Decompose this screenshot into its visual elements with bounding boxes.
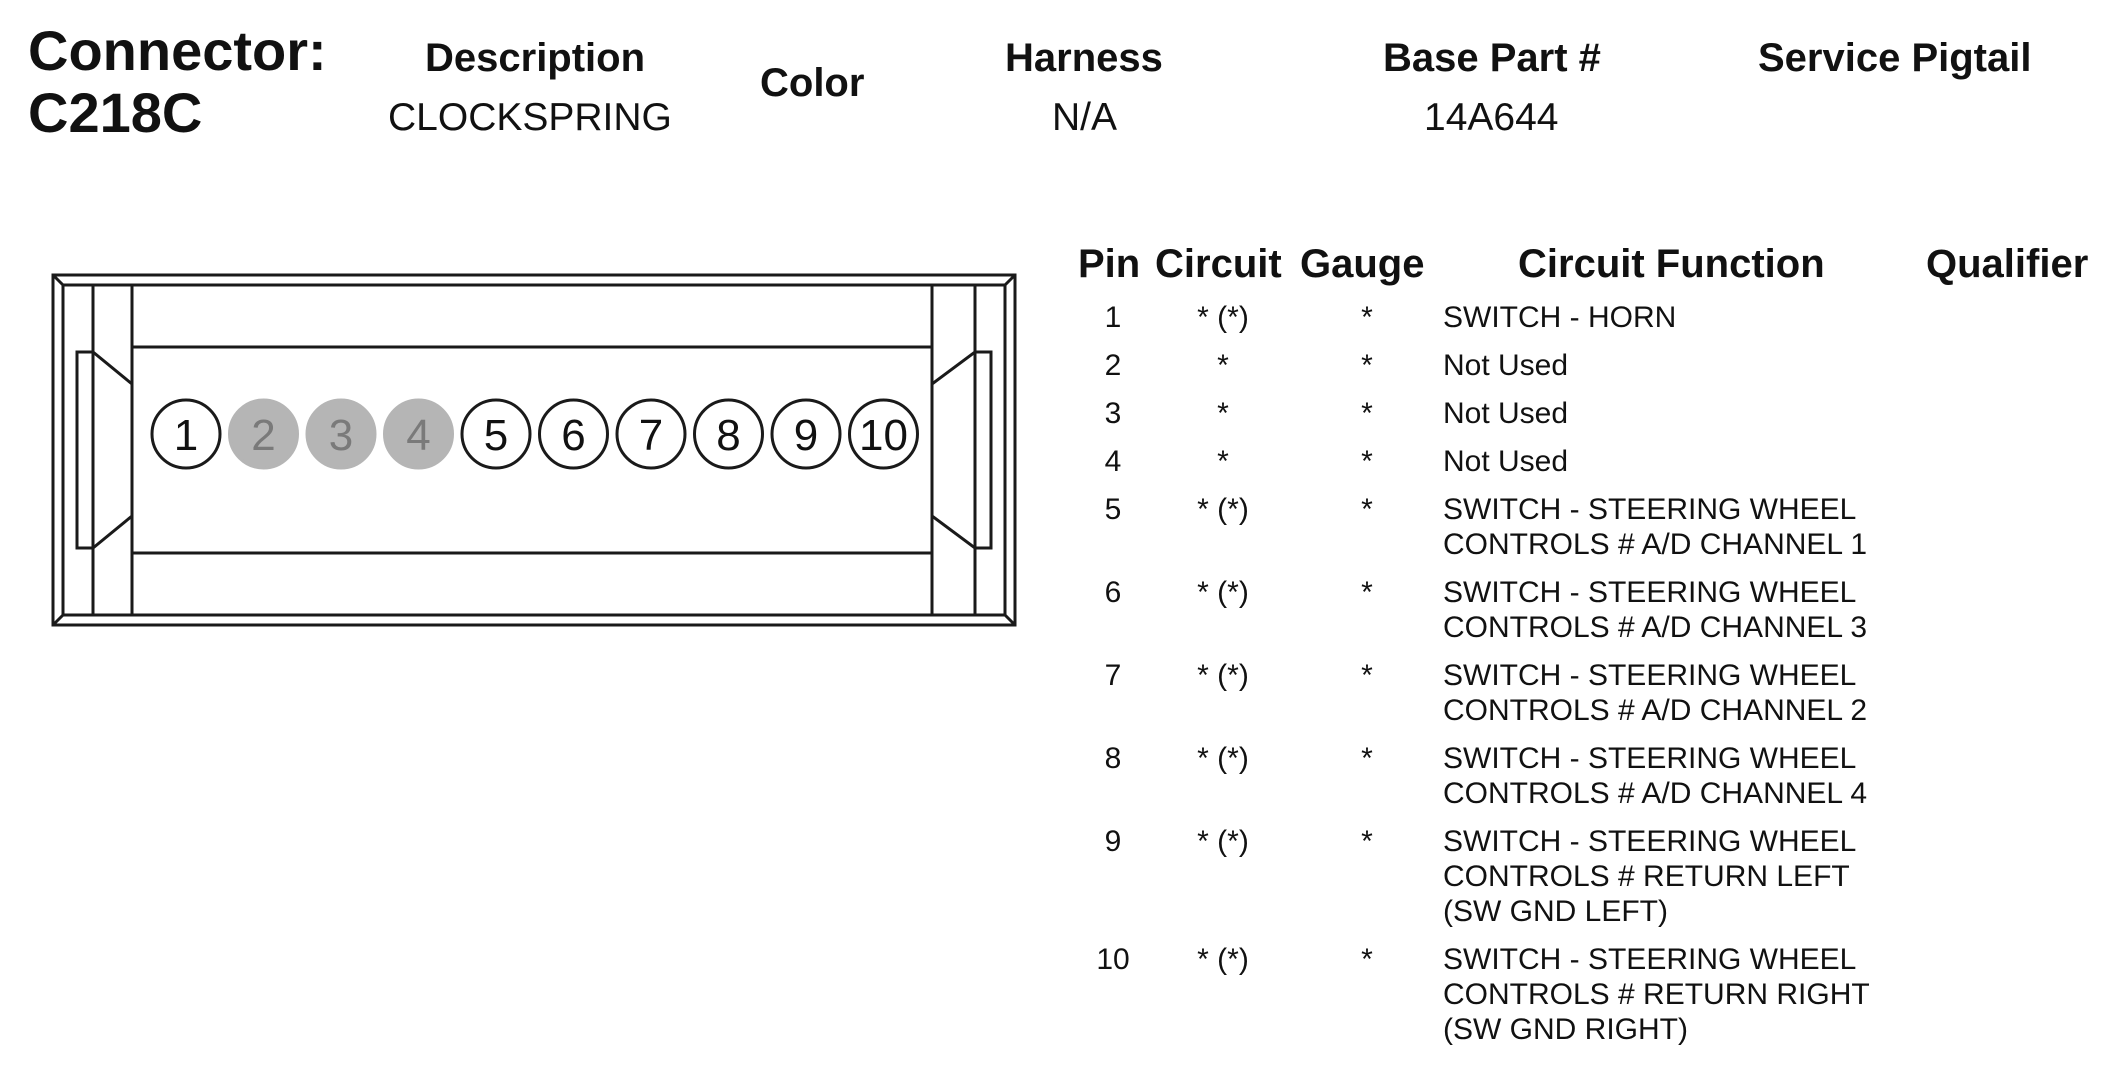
circuit-cell: * (*) (1197, 742, 1249, 775)
pin-cell: 2 (1104, 349, 1122, 382)
pin-number-6: 6 (561, 411, 585, 460)
circuit-function-cell: CONTROLS # A/D CHANNEL 3 (1443, 611, 1867, 644)
pin-cell: 10 (1096, 943, 1130, 976)
left-latch (75, 350, 134, 550)
circuit-function-cell: (SW GND LEFT) (1443, 895, 1668, 928)
pin-cavity-2 (228, 398, 299, 470)
col-circuit-header: Circuit (1155, 242, 1282, 286)
circuit-cell: * (*) (1197, 659, 1249, 692)
right-latch (930, 350, 993, 550)
gauge-cell: * (1361, 445, 1373, 478)
circuit-function-cell: Not Used (1443, 349, 1569, 382)
service-pigtail-label: Service Pigtail (1758, 36, 2032, 80)
base-part-label: Base Part # (1383, 36, 1601, 80)
pin-cavity-9 (770, 398, 842, 470)
gauge-cell: * (1361, 493, 1373, 526)
pin-cell: 5 (1104, 493, 1122, 526)
circuit-cell: * (1217, 397, 1229, 430)
circuit-cell: * (*) (1197, 825, 1249, 858)
circuit-function-cell: CONTROLS # A/D CHANNEL 4 (1443, 777, 1867, 810)
base-part-value: 14A644 (1424, 96, 1559, 139)
circuit-cell: * (*) (1197, 493, 1249, 526)
pin-cell: 1 (1104, 301, 1122, 334)
pin-cell: 3 (1104, 397, 1122, 430)
circuit-function-cell: SWITCH - STEERING WHEEL (1443, 576, 1857, 609)
pin-number-9: 9 (794, 411, 818, 460)
gauge-cell: * (1361, 397, 1373, 430)
circuit-function-cell: SWITCH - STEERING WHEEL (1443, 659, 1857, 692)
description-label: Description (425, 36, 646, 80)
pin-number-2: 2 (251, 411, 275, 460)
gauge-cell: * (1361, 301, 1373, 334)
gauge-cell: * (1361, 659, 1373, 692)
housing-inner-frame (61, 283, 1007, 617)
circuit-function-cell: CONTROLS # A/D CHANNEL 1 (1443, 528, 1867, 561)
circuit-function-cell: SWITCH - STEERING WHEEL (1443, 493, 1857, 526)
color-label: Color (760, 61, 865, 105)
pin-number-1: 1 (174, 411, 198, 460)
pin-cell: 8 (1104, 742, 1122, 775)
circuit-function-cell: CONTROLS # RETURN LEFT (1443, 860, 1850, 893)
circuit-function-cell: SWITCH - HORN (1443, 301, 1677, 334)
col-pin-header: Pin (1078, 242, 1141, 286)
pin-cavity-3 (305, 398, 377, 470)
col-gauge-header: Gauge (1300, 242, 1425, 286)
circuit-function-cell: Not Used (1443, 397, 1569, 430)
pin-cavity-8 (693, 398, 764, 470)
harness-label: Harness (1005, 36, 1163, 80)
circuit-function-cell: SWITCH - STEERING WHEEL (1443, 825, 1857, 858)
circuit-cell: * (*) (1197, 943, 1249, 976)
connector-label: Connector: (28, 19, 327, 82)
harness-value: N/A (1052, 96, 1118, 139)
pin-cavities: 1 2 3 4 5 6 7 8 9 10 (150, 398, 919, 470)
circuit-cell: * (*) (1197, 301, 1249, 334)
pin-cavity-1 (150, 398, 222, 470)
pin-cavity-10 (848, 398, 919, 470)
circuit-cell: * (1217, 445, 1229, 478)
pin-cell: 7 (1104, 659, 1122, 692)
gauge-cell: * (1361, 825, 1373, 858)
pin-cavity-7 (615, 398, 687, 470)
pin-number-7: 7 (639, 411, 663, 460)
gauge-cell: * (1361, 576, 1373, 609)
pin-cell: 9 (1104, 825, 1122, 858)
housing-outer-frame (51, 273, 1017, 627)
col-qualifier-header: Qualifier (1926, 242, 2089, 286)
pin-number-3: 3 (329, 411, 353, 460)
circuit-function-cell: SWITCH - STEERING WHEEL (1443, 742, 1857, 775)
gauge-cell: * (1361, 349, 1373, 382)
connector-housing (51, 273, 1017, 627)
connector-face-diagram: 1 2 3 4 5 6 7 8 9 10 (51, 273, 1017, 627)
circuit-function-cell: SWITCH - STEERING WHEEL (1443, 943, 1857, 976)
circuit-cell: * (*) (1197, 576, 1249, 609)
circuit-function-cell: Not Used (1443, 445, 1569, 478)
pin-number-8: 8 (716, 411, 740, 460)
pin-cavity-5 (460, 398, 532, 470)
col-circuit-function-header: Circuit Function (1518, 242, 1825, 286)
pin-cavity-4 (383, 398, 454, 470)
pin-number-4: 4 (406, 411, 430, 460)
circuit-function-cell: (SW GND RIGHT) (1443, 1013, 1688, 1046)
circuit-cell: * (1217, 349, 1229, 382)
circuit-function-cell: CONTROLS # A/D CHANNEL 2 (1443, 694, 1867, 727)
connector-id: C218C (28, 81, 203, 144)
circuit-function-cell: CONTROLS # RETURN RIGHT (1443, 978, 1870, 1011)
gauge-cell: * (1361, 943, 1373, 976)
description-value: CLOCKSPRING (388, 96, 672, 139)
pin-cell: 6 (1104, 576, 1122, 609)
gauge-cell: * (1361, 742, 1373, 775)
pin-cell: 4 (1104, 445, 1122, 478)
pin-cavity-6 (538, 398, 609, 470)
pin-number-5: 5 (484, 411, 508, 460)
pin-number-10: 10 (859, 411, 908, 460)
